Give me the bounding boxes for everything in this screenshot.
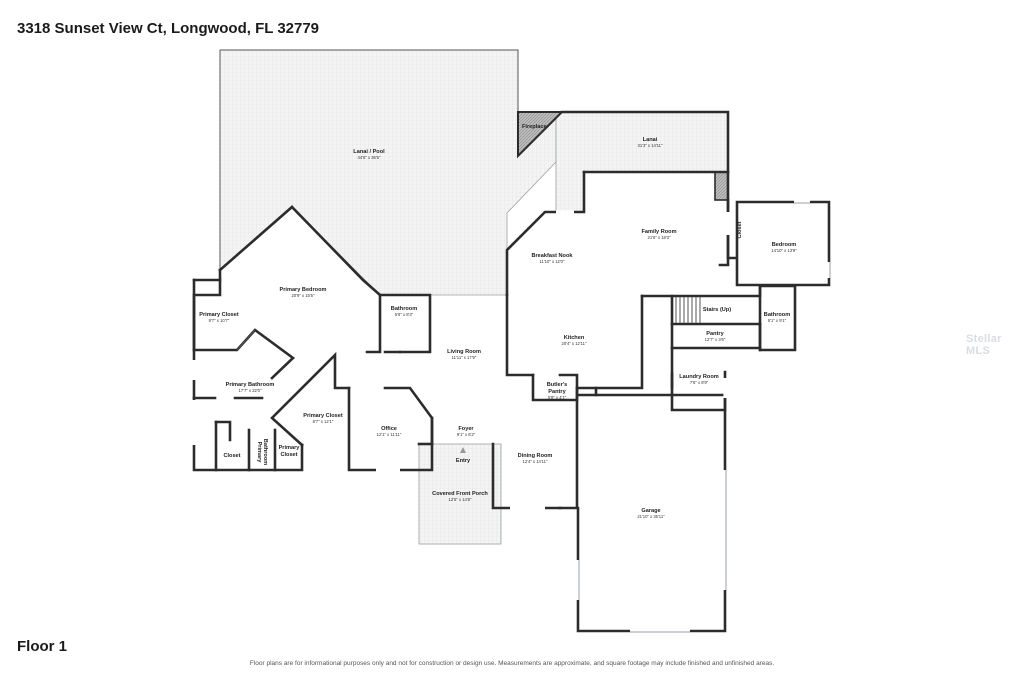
dims-front-porch: 12'5" x 14'8": [449, 497, 472, 502]
label-stairs: Stairs (Up): [703, 307, 731, 313]
label-living-room: Living Room: [447, 349, 481, 355]
dims-office: 12'1" x 11'11": [377, 432, 402, 437]
label-primary-bedroom: Primary Bedroom: [280, 287, 327, 293]
label-family-room: Family Room: [641, 229, 676, 235]
label-breakfast-nook: Breakfast Nook: [531, 253, 573, 259]
label-pantry: Pantry: [706, 331, 724, 337]
label-front-porch: Covered Front Porch: [432, 491, 488, 497]
stairs-treads: [675, 297, 701, 323]
label-bathroom-rot: Bathroom: [262, 439, 268, 465]
label-primary-closet-2: Primary Closet: [303, 413, 343, 419]
dims-bathroom-2: 5'1" x 9'1": [768, 318, 787, 323]
listing-address: 3318 Sunset View Ct, Longwood, FL 32779: [17, 20, 320, 37]
dims-living-room: 11'11" x 17'9": [452, 355, 477, 360]
label-lanai: Lanai: [643, 137, 658, 143]
dims-foyer: 9'1" x 6'2": [457, 432, 476, 437]
label-primary-bathroom: Primary Bathroom: [226, 382, 275, 388]
dims-breakfast-nook: 11'10" x 12'0": [540, 259, 565, 264]
dims-butlers-pantry: 5'8" x 4'1": [548, 395, 567, 400]
dims-family-room: 21'6" x 18'3": [648, 235, 671, 240]
dims-laundry-room: 7'6" x 8'9": [690, 380, 709, 385]
watermark-logo: Stellar MLS: [966, 333, 1002, 357]
label-foyer: Foyer: [458, 426, 474, 432]
label-primary-closet-3b: Closet: [280, 452, 297, 458]
chimney-hatch: [714, 171, 729, 201]
exterior-walls: [192, 110, 831, 633]
room-labels: Lanai / Pool 44'6" x 36'5" Fireplace Lan…: [199, 124, 797, 519]
dims-lanai-pool: 44'6" x 36'5": [358, 155, 381, 160]
label-closet-bath: Closet: [223, 453, 240, 459]
entry-arrow-icon: [460, 447, 466, 453]
label-office: Office: [381, 426, 397, 432]
label-fireplace: Fireplace: [522, 124, 547, 130]
lanai-area: [555, 111, 729, 213]
dims-primary-bathroom: 17'7" x 22'0": [239, 388, 262, 393]
label-primary-closet-1: Primary Closet: [199, 312, 239, 318]
label-laundry-room: Laundry Room: [679, 374, 718, 380]
dims-primary-closet-1: 9'7" x 10'7": [209, 318, 230, 323]
floor-label: Floor 1: [17, 638, 68, 655]
dims-lanai: 31'3" x 14'11": [638, 143, 663, 148]
label-butlers-pantry: Pantry: [548, 389, 566, 395]
dims-garage: 21'10" x 35'11": [637, 514, 665, 519]
label-bedroom: Bedroom: [772, 242, 797, 248]
label-primary-rot: Primary: [256, 442, 262, 464]
dims-kitchen: 20'4" x 12'11": [562, 341, 587, 346]
dims-pantry: 12'7" x 3'6": [705, 337, 726, 342]
dims-primary-closet-2: 8'7" x 12'1": [313, 419, 334, 424]
label-bathroom-1: Bathroom: [391, 306, 417, 312]
dims-bedroom: 14'10" x 13'9": [771, 248, 797, 253]
label-bathroom-2: Bathroom: [764, 312, 790, 318]
label-entry: Entry: [456, 458, 471, 464]
label-lanai-pool: Lanai / Pool: [353, 149, 385, 155]
label-dining-room: Dining Room: [518, 453, 553, 459]
label-kitchen: Kitchen: [564, 335, 585, 341]
label-garage: Garage: [641, 508, 660, 514]
label-butlers: Butler's: [547, 382, 568, 388]
label-closet-family: Closet: [737, 221, 743, 238]
windows: [192, 200, 831, 633]
dims-primary-bedroom: 20'9" x 15'5": [292, 293, 315, 298]
lanai-pool-area: [219, 49, 557, 296]
fireplace-shape: [517, 111, 565, 159]
disclaimer-text: Floor plans are for informational purpos…: [249, 660, 775, 667]
label-primary-closet-3a: Primary: [279, 445, 301, 451]
dims-dining-room: 12'4" x 14'11": [523, 459, 548, 464]
dims-bathroom-1: 5'8" x 8'3": [395, 312, 414, 317]
